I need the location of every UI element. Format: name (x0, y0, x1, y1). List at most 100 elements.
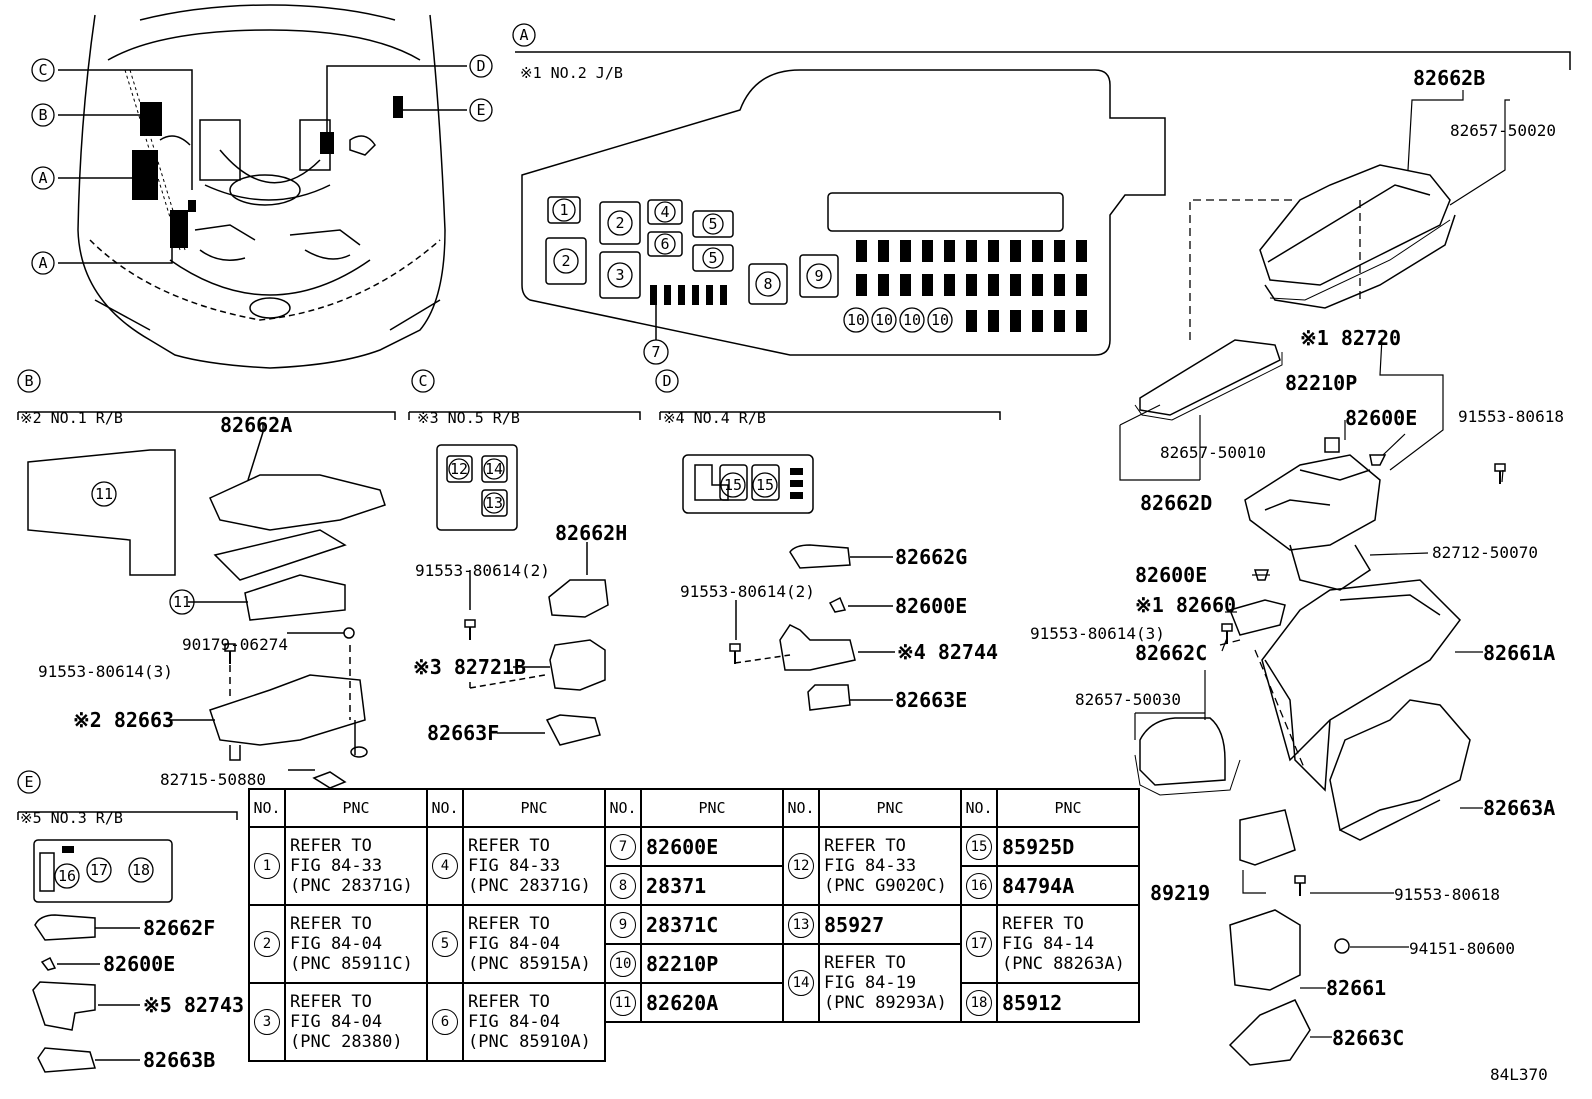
label-82661A: 82661A (1483, 641, 1555, 665)
label-82663: ※2 82663 (73, 708, 174, 732)
svg-text:11: 11 (173, 593, 191, 611)
cell-pnc: 85925D (996, 826, 1140, 867)
svg-text:E: E (476, 101, 485, 119)
cell-no: 3 (248, 982, 286, 1062)
fuse-grid-a (650, 285, 727, 305)
cell-no: 2 (248, 904, 286, 984)
svg-text:16: 16 (58, 867, 76, 885)
cell-no: 5 (426, 904, 464, 984)
cell-pnc: REFER TO FIG 84-33 (PNC G9020C) (818, 826, 962, 906)
pnc-table: NO. PNC NO. PNC NO. PNC NO. PNC NO. PNC … (248, 788, 1140, 1062)
section-c-letter: C (411, 369, 435, 393)
section-b-drawing (17, 411, 396, 789)
label-94151-80600: 94151-80600 (1409, 939, 1515, 958)
svg-text:13: 13 (485, 494, 503, 512)
svg-text:B: B (24, 372, 33, 390)
svg-text:10: 10 (875, 311, 893, 329)
header-no: NO. (426, 788, 464, 828)
cell-no: 12 (782, 826, 820, 906)
label-82661: 82661 (1326, 976, 1386, 1000)
label-82600E-d: 82600E (103, 952, 175, 976)
svg-text:5: 5 (708, 249, 717, 267)
svg-text:10: 10 (931, 311, 949, 329)
section-d-title: ※4 NO.4 R/B (663, 409, 766, 427)
label-82663B: 82663B (143, 1048, 215, 1072)
cell-no: 13 (782, 904, 820, 945)
label-82657-50010: 82657-50010 (1160, 443, 1266, 462)
cell-pnc: REFER TO FIG 84-19 (PNC 89293A) (818, 943, 962, 1023)
label-90179-06274: 90179-06274 (182, 635, 288, 654)
table-header-row: NO. PNC NO. PNC NO. PNC NO. PNC NO. PNC (248, 788, 1140, 828)
cell-pnc: 28371C (640, 904, 784, 945)
callout-b-overview: B (31, 103, 55, 127)
cell-pnc: REFER TO FIG 84-33 (PNC 28371G) (284, 826, 428, 906)
label-82720: ※1 82720 (1300, 326, 1401, 350)
cell-no: 10 (604, 943, 642, 984)
cell-no: 7 (604, 826, 642, 867)
svg-text:C: C (38, 61, 47, 79)
label-91553-80614-2b: 91553-80614(2) (680, 582, 815, 601)
svg-text:6: 6 (660, 235, 669, 253)
cell-pnc: REFER TO FIG 84-04 (PNC 85911C) (284, 904, 428, 984)
cell-no: 16 (960, 865, 998, 906)
cell-pnc: 82600E (640, 826, 784, 867)
table-row: 8 28371 16 84794A (249, 865, 1140, 906)
label-82660: ※1 82660 (1135, 593, 1236, 617)
section-c-title: ※3 NO.5 R/B (417, 409, 520, 427)
cell-pnc: REFER TO FIG 84-04 (PNC 28380) (284, 982, 428, 1062)
label-82662B: 82662B (1413, 66, 1485, 90)
svg-text:1: 1 (559, 201, 568, 219)
section-b-letter: B (17, 369, 41, 393)
label-82663A: 82663A (1483, 796, 1555, 820)
svg-text:10: 10 (847, 311, 865, 329)
cell-no: 1 (248, 826, 286, 906)
cell-pnc: REFER TO FIG 84-33 (PNC 28371G) (462, 826, 606, 906)
header-no: NO. (782, 788, 820, 828)
cell-pnc: 84794A (996, 865, 1140, 906)
label-82662G: 82662G (895, 545, 967, 569)
header-pnc: PNC (640, 788, 784, 828)
label-82663E: 82663E (895, 688, 967, 712)
label-91553-80618-b: 91553-80618 (1394, 885, 1500, 904)
label-82744: ※4 82744 (897, 640, 998, 664)
svg-text:18: 18 (132, 861, 150, 879)
svg-text:3: 3 (615, 266, 624, 284)
label-82662D: 82662D (1140, 491, 1212, 515)
svg-text:8: 8 (763, 275, 772, 293)
cell-pnc: 85927 (818, 904, 962, 945)
cell-no: 11 (604, 982, 642, 1023)
callout-e-overview: E (469, 98, 493, 122)
label-82662A: 82662A (220, 413, 292, 437)
svg-text:10: 10 (903, 311, 921, 329)
cell-pnc: 85912 (996, 982, 1140, 1023)
label-82662C: 82662C (1135, 641, 1207, 665)
cell-no: 8 (604, 865, 642, 906)
table-row: 10 82210P 14 REFER TO FIG 84-19 (PNC 892… (249, 943, 1139, 1023)
cell-pnc: REFER TO FIG 84-04 (PNC 85910A) (462, 982, 606, 1062)
label-82721B: ※3 82721B (413, 655, 526, 679)
section-e-title: ※5 NO.3 R/B (20, 809, 123, 827)
callout-a-top: A (512, 23, 536, 47)
svg-text:5: 5 (708, 215, 717, 233)
svg-text:D: D (662, 372, 671, 390)
cell-pnc: 82620A (640, 982, 784, 1023)
label-82600E-a: 82600E (1345, 406, 1417, 430)
label-91553-80614-3a: 91553-80614(3) (1030, 624, 1165, 643)
svg-text:11: 11 (95, 485, 113, 503)
label-82662F: 82662F (143, 916, 215, 940)
svg-text:C: C (418, 372, 427, 390)
svg-text:15: 15 (756, 476, 774, 494)
cell-no: 15 (960, 826, 998, 867)
svg-text:D: D (476, 57, 485, 75)
table-row: 1 REFER TO FIG 84-33 (PNC 28371G) 4 REFE… (248, 826, 1140, 906)
svg-text:2: 2 (561, 252, 570, 270)
cell-no: 18 (960, 982, 998, 1023)
callout-d-overview: D (469, 54, 493, 78)
svg-text:17: 17 (90, 861, 108, 879)
label-82657-50020: 82657-50020 (1450, 121, 1556, 140)
cell-pnc: 82210P (640, 943, 784, 984)
label-82743: ※5 82743 (143, 993, 244, 1017)
svg-text:B: B (38, 106, 47, 124)
header-pnc: PNC (996, 788, 1140, 828)
label-91553-80618-a: 91553-80618 (1458, 407, 1564, 426)
